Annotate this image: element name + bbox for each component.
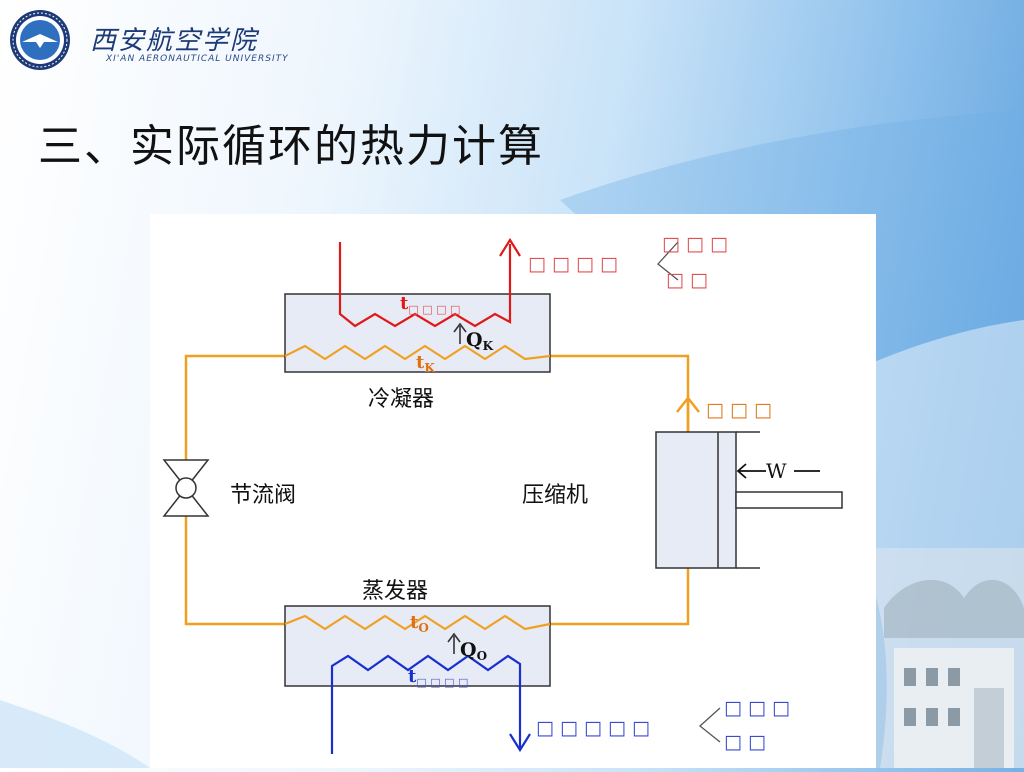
svg-text:tK: tK: [416, 352, 435, 375]
bottom-t-label: t: [408, 666, 417, 687]
top-branch-upper: □ □ □: [662, 233, 728, 255]
qk-arrow-icon: [453, 322, 467, 344]
bottom-branch-bracket: [698, 707, 721, 743]
work-label: W: [766, 459, 787, 483]
valve-label: 节流阀: [230, 483, 296, 508]
condenser-box: [284, 293, 551, 373]
tk-label: t: [416, 352, 425, 373]
logo-chinese-text: 西安航空学院: [90, 26, 259, 56]
svg-text:t□ □ □ □: t□ □ □ □: [408, 666, 468, 689]
building-photo: [874, 548, 1024, 768]
chilled-fluid-line: [330, 654, 522, 754]
evaporator-refrigerant-coil: [284, 614, 551, 631]
top-branch-lower: □ □: [666, 269, 708, 291]
tk-subscript: K: [424, 361, 435, 375]
bottom-out-text: □ □ □ □ □: [536, 717, 650, 739]
work-arrow-icon: [736, 463, 820, 479]
qk-subscript: K: [483, 339, 494, 353]
qo-label: Q: [460, 639, 477, 661]
evaporator-box: [284, 605, 551, 687]
to-subscript: O: [418, 621, 428, 635]
condenser-label: 冷凝器: [368, 387, 434, 412]
qk-label: Q: [466, 329, 483, 351]
condenser-refrigerant-coil: [284, 344, 551, 361]
bottom-t-subscript: □ □ □ □: [416, 676, 468, 689]
expansion-valve-icon: [162, 459, 210, 517]
top-out-text: □ □ □ □: [528, 253, 618, 275]
slide-title: 三、实际循环的热力计算: [38, 121, 544, 172]
evaporator-label: 蒸发器: [362, 579, 428, 604]
top-t-label: t: [400, 293, 409, 314]
svg-text:QO: QO: [460, 639, 487, 663]
refrigeration-cycle-diagram: QK tK t□ □ □ □ 冷凝器 □ □ □ □ □ □ □ □ □ □ □…: [162, 233, 843, 754]
top-branch-bracket: [657, 241, 679, 281]
university-seal-icon: [10, 10, 70, 70]
diagram-panel: QK tK t□ □ □ □ 冷凝器 □ □ □ □ □ □ □ □ □ □ □…: [150, 214, 876, 768]
compressor-icon: [655, 431, 843, 569]
bottom-branch-lower: □ □: [724, 731, 766, 753]
bottom-branch-upper: □ □ □: [724, 697, 790, 719]
svg-text:tO: tO: [410, 612, 429, 635]
svg-text:QK: QK: [466, 329, 494, 353]
logo-english-text: XI'AN AERONAUTICAL UNIVERSITY: [106, 54, 289, 64]
svg-text:t□ □ □ □: t□ □ □ □: [400, 293, 460, 316]
university-logo: 西安航空学院 XI'AN AERONAUTICAL UNIVERSITY: [8, 8, 328, 72]
compressor-label: 压缩机: [522, 483, 588, 508]
qo-arrow-icon: [447, 632, 461, 654]
qo-subscript: O: [477, 649, 487, 663]
top-t-subscript: □ □ □ □: [408, 303, 460, 316]
compressor-out-text: □ □ □: [706, 399, 772, 421]
refrigerant-loop: [184, 354, 700, 626]
cooling-water-line: [338, 242, 512, 328]
to-label: t: [410, 612, 419, 633]
